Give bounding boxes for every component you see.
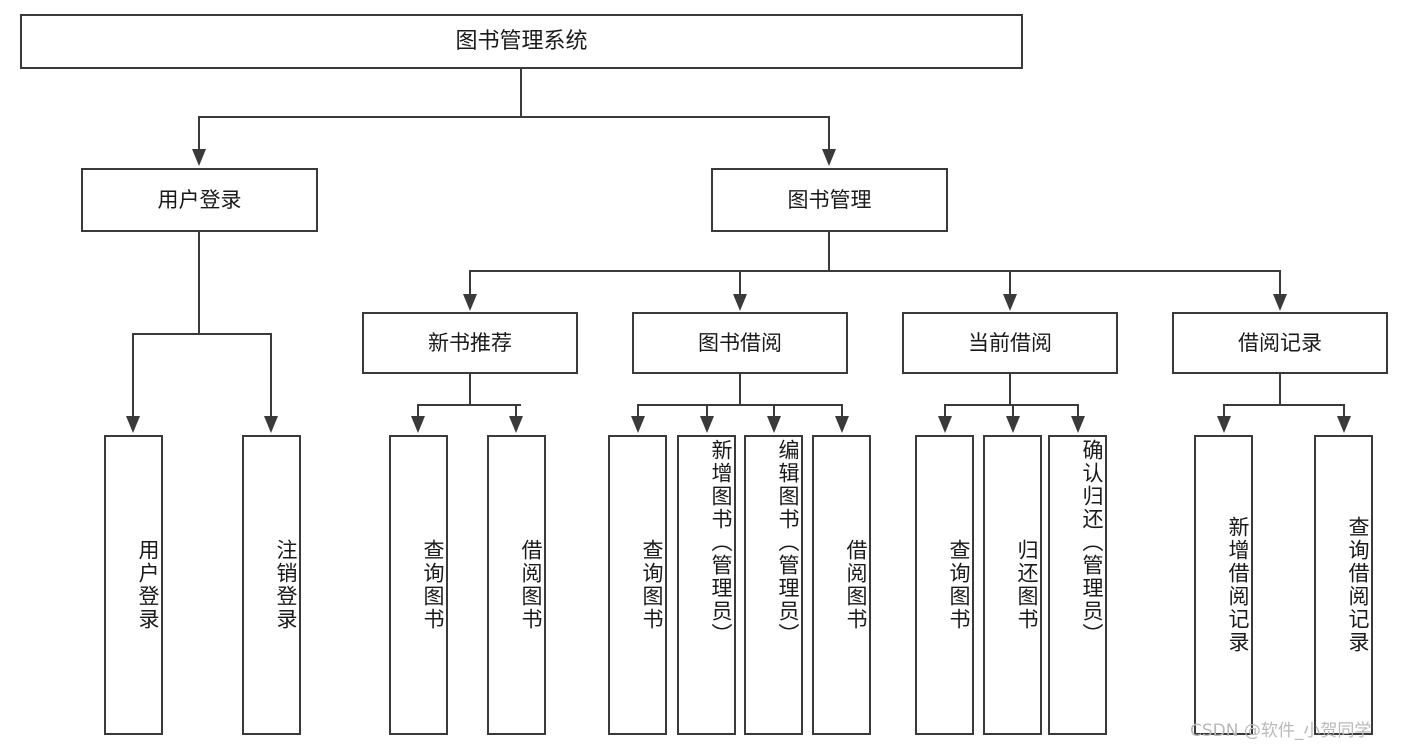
connector-bm-drop-2 [739,270,741,294]
leaf-bb-edit-book-label: 编辑图书（管理员） [776,439,800,646]
connector-cb-bus [944,404,1078,406]
arrow-cb-to-confirm-return [1071,416,1085,433]
arrow-br-to-add-record [1217,416,1231,433]
node-borrow-record[interactable]: 借阅记录 [1172,312,1388,374]
arrow-nbr-to-query-book [411,416,425,433]
arrow-bb-to-add-book [700,416,714,433]
connector-root-drop-1 [198,116,200,149]
connector-br-bus [1223,404,1344,406]
leaf-cb-query-book-label: 查询图书 [947,539,971,631]
leaf-bb-borrow-book-label: 借阅图书 [844,539,868,631]
node-current-borrow[interactable]: 当前借阅 [902,312,1118,374]
leaf-nbr-borrow-book-label: 借阅图书 [519,539,543,631]
node-book-borrow[interactable]: 图书借阅 [632,312,848,374]
arrow-br-to-query-record [1337,416,1351,433]
arrow-bb-to-borrow-book [835,416,849,433]
arrow-bb-to-edit-book [767,416,781,433]
node-root-system[interactable]: 图书管理系统 [20,14,1023,69]
connector-nbr-bus [417,404,521,406]
node-new-book-recommend[interactable]: 新书推荐 [362,312,578,374]
csdn-watermark: CSDN @软件_小贺同学 [1190,716,1371,741]
connector-bm-drop-4 [1279,270,1281,294]
arrow-bm-to-new-book [463,294,477,311]
connector-bb-drop-4 [841,404,843,417]
leaf-bb-borrow-book[interactable]: 借阅图书 [812,435,871,735]
connector-br-drop-2 [1343,404,1345,417]
connector-cb-stem [1009,374,1011,405]
leaf-br-query-record-label: 查询借阅记录 [1346,516,1370,654]
connector-bb-drop-3 [773,404,775,417]
leaf-logout-label: 注销登录 [274,539,298,631]
connector-user-login-stem [198,232,200,334]
node-book-borrow-label: 图书借阅 [698,330,782,355]
leaf-cb-confirm-return[interactable]: 确认归还（管理员） [1048,435,1107,735]
leaf-bb-add-book-label: 新增图书（管理员） [709,439,733,646]
node-book-management-label: 图书管理 [787,187,872,212]
connector-nbr-stem [469,374,471,405]
connector-user-login-drop-2 [270,333,272,416]
arrow-bm-to-current-borrow [1003,294,1017,311]
node-book-management[interactable]: 图书管理 [711,168,948,232]
connector-bb-drop-2 [706,404,708,417]
connector-br-drop-1 [1223,404,1225,417]
connector-bm-drop-3 [1009,270,1011,294]
connector-book-management-bus [469,270,1280,272]
leaf-cb-return-book-label: 归还图书 [1015,539,1039,631]
connector-root-stem [520,69,522,117]
leaf-cb-confirm-return-label: 确认归还（管理员） [1080,439,1104,646]
leaf-bb-edit-book[interactable]: 编辑图书（管理员） [744,435,803,735]
leaf-br-query-record[interactable]: 查询借阅记录 [1314,435,1373,735]
leaf-bb-add-book[interactable]: 新增图书（管理员） [677,435,736,735]
leaf-logout[interactable]: 注销登录 [242,435,301,735]
leaf-user-login[interactable]: 用户登录 [104,435,163,735]
connector-cb-drop-2 [1012,404,1014,417]
connector-nbr-drop-1 [417,404,419,417]
node-root-system-label: 图书管理系统 [455,28,588,54]
connector-bb-stem [739,374,741,405]
arrow-user-login-to-logout [264,416,278,433]
arrow-cb-to-query-book [938,416,952,433]
leaf-br-add-record-label: 新增借阅记录 [1226,516,1250,654]
leaf-cb-return-book[interactable]: 归还图书 [983,435,1042,735]
node-user-login[interactable]: 用户登录 [81,168,318,232]
arrow-cb-to-return-book [1006,416,1020,433]
leaf-bb-query-book[interactable]: 查询图书 [608,435,667,735]
connector-book-management-stem [828,232,830,271]
leaf-nbr-query-book[interactable]: 查询图书 [389,435,448,735]
connector-bm-drop-1 [469,270,471,294]
connector-user-login-drop-1 [132,333,134,416]
connector-nbr-drop-2 [515,404,517,417]
arrow-root-to-book-management [822,149,836,166]
node-new-book-recommend-label: 新书推荐 [428,330,512,355]
connector-user-login-bus [132,333,272,335]
csdn-watermark-text: CSDN @软件_小贺同学 [1190,721,1372,741]
leaf-br-add-record[interactable]: 新增借阅记录 [1194,435,1253,735]
leaf-cb-query-book[interactable]: 查询图书 [915,435,974,735]
connector-bb-drop-1 [637,404,639,417]
arrow-nbr-to-borrow-book [509,416,523,433]
node-user-login-label: 用户登录 [157,187,242,212]
connector-bb-bus [637,404,843,406]
arrow-root-to-user-login [192,149,206,166]
leaf-nbr-query-book-label: 查询图书 [421,539,445,631]
connector-root-bus [198,116,830,118]
leaf-user-login-label: 用户登录 [136,539,160,631]
leaf-bb-query-book-label: 查询图书 [640,539,664,631]
arrow-bm-to-book-borrow [733,294,747,311]
node-borrow-record-label: 借阅记录 [1238,330,1322,355]
connector-cb-drop-3 [1077,404,1079,417]
arrow-bm-to-borrow-record [1273,294,1287,311]
leaf-nbr-borrow-book[interactable]: 借阅图书 [487,435,546,735]
connector-br-stem [1279,374,1281,405]
connector-cb-drop-1 [944,404,946,417]
node-current-borrow-label: 当前借阅 [968,330,1052,355]
arrow-user-login-to-login [126,416,140,433]
connector-root-drop-2 [828,116,830,149]
arrow-bb-to-query-book [631,416,645,433]
